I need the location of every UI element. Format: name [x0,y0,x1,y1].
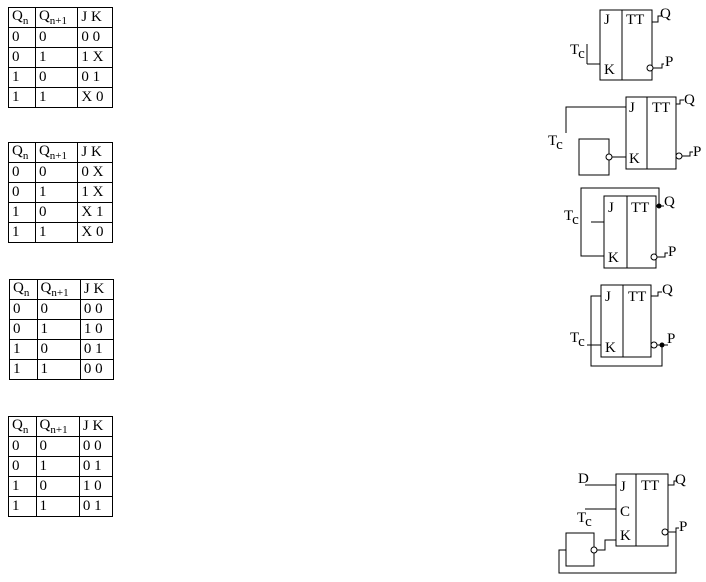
header-jk: J K [77,7,113,28]
p-output-wire [668,527,679,533]
j-input-label: J [620,479,626,495]
p-output-label: P [668,244,676,260]
q-output-wire [652,15,662,23]
q-output-label: Q [675,472,686,488]
clock-label: Tc [564,208,579,228]
c-input-label: C [620,504,630,520]
q-output-label: Q [664,194,675,210]
k-input-label: K [629,151,640,167]
k-input-label: K [608,250,619,266]
circuit-1: J K TT Q P Tc [570,6,673,81]
circuit-2: J K TT Q P Tc [548,92,701,176]
k-input-label: K [620,528,631,544]
j-input-wire [565,106,626,133]
q-output-label: Q [662,282,673,298]
flip-flop-box [603,195,657,269]
p-output-label: P [667,331,675,347]
inverted-output-bubble [675,152,683,160]
p-output-label: P [665,54,673,70]
k-input-label: K [604,62,615,78]
header-qn: Qn [9,279,38,300]
j-input-label: J [604,12,610,28]
circuit-5: J C K TT D Q Tc P [558,471,687,574]
clock-label: Tc [570,42,585,62]
p-output-wire [657,252,668,258]
table-header-row: Qn Qn+1 J K [9,279,115,300]
p-output-label: P [679,519,687,535]
table-header-row: Qn Qn+1 J K [8,142,113,163]
clock-label: Tc [548,133,563,153]
k-input-wire [597,539,616,551]
p-output-wire [682,151,693,157]
header-qn1: Qn+1 [35,416,80,437]
circuit-4: J K TT Q P Tc [570,282,675,367]
feedback-wire [580,187,660,257]
q-output-label: Q [660,6,671,22]
circuit-3: J K TT Q P Tc [564,187,676,269]
j-input-label: J [629,100,635,116]
tt-label: TT [641,478,659,494]
p-output-label: P [693,144,701,160]
table-header-row: Qn Qn+1 J K [8,7,113,28]
inverted-output-bubble [661,528,669,536]
j-input-label: J [605,289,611,305]
q-output-wire [668,480,677,486]
clock-label: Tc [570,330,585,350]
flip-flop-box [625,96,677,170]
q-output-wire [651,291,662,297]
tt-label: TT [626,12,644,28]
k-input-label: K [605,340,616,356]
inverter-box [565,532,595,567]
flip-flop-box [600,284,652,358]
inverted-output-bubble [646,64,654,72]
feedback-wire [590,295,663,367]
tt-label: TT [628,289,646,305]
inverted-output-bubble [650,253,658,261]
flip-flop-box [615,473,669,547]
clock-label: Tc [577,510,592,530]
inverted-output-bubble [650,341,658,349]
q-output-wire [676,99,684,105]
flip-flop-box [599,9,653,81]
p-output-wire [653,63,664,69]
tt-label: TT [652,100,670,116]
d-input-label: D [578,471,589,487]
j-input-label: J [608,200,614,216]
inverter-bubble [605,153,613,161]
q-output-label: Q [684,92,695,108]
inverter-box [578,138,610,176]
tt-label: TT [631,200,649,216]
header-qn1: Qn+1 [36,279,81,300]
feedback-wire [558,532,677,574]
inverter-bubble [590,546,598,554]
